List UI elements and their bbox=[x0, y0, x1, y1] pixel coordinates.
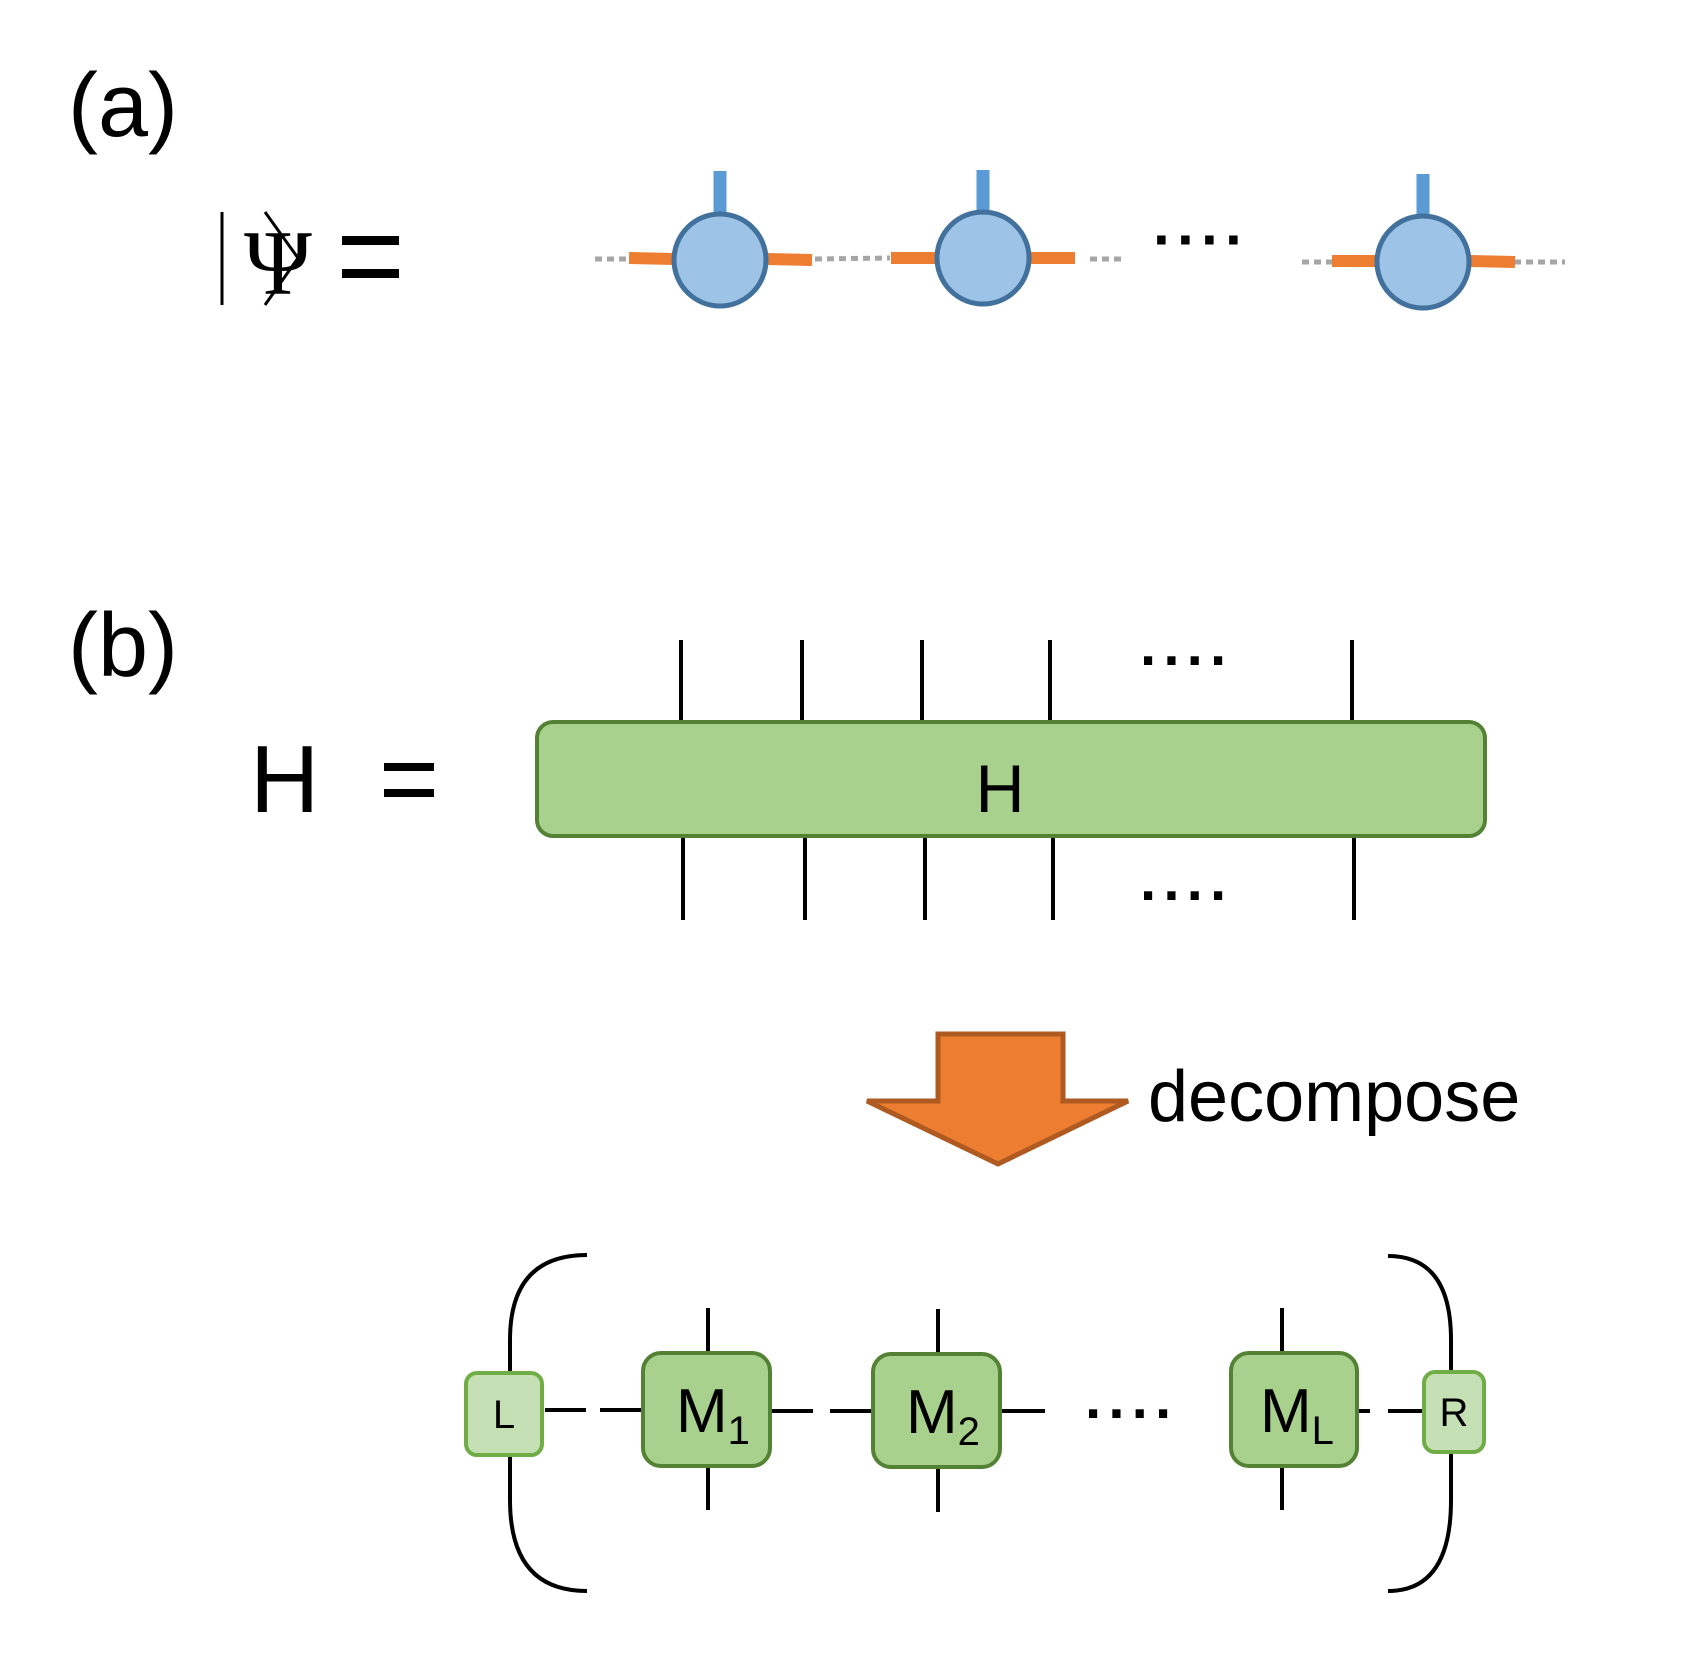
right-boundary-tensor: R bbox=[1422, 1370, 1486, 1454]
ket-angle bbox=[263, 211, 300, 306]
decompose-arrow-icon bbox=[865, 1031, 1130, 1167]
lhs-h: H bbox=[250, 726, 319, 833]
site-tensor bbox=[671, 211, 769, 309]
ket-psi: Ψ bbox=[220, 211, 312, 314]
left-bracket-bottom bbox=[508, 1456, 588, 1593]
mps-site bbox=[628, 171, 813, 309]
mps-site bbox=[1332, 174, 1516, 311]
panel-a: (a) Ψ bbox=[68, 56, 1565, 314]
panel-b-label: (b) bbox=[68, 596, 178, 696]
mpo-tensor: ML bbox=[1229, 1351, 1359, 1468]
panel-b: (b) H H ···· ···· decompose bbox=[68, 596, 1520, 1593]
bond-leg bbox=[766, 253, 813, 266]
ellipsis-a: ···· bbox=[1153, 206, 1249, 273]
panel-a-label: (a) bbox=[68, 56, 178, 156]
psi-symbol: Ψ bbox=[244, 212, 312, 314]
dotted-bonds bbox=[595, 255, 1565, 265]
ellipsis-top: ···· bbox=[1140, 628, 1233, 693]
mps-site bbox=[891, 170, 1075, 307]
decompose-label: decompose bbox=[1148, 1057, 1520, 1137]
bond-leg bbox=[1469, 255, 1516, 268]
mpo-ellipsis: ···· bbox=[1085, 1381, 1178, 1446]
operator-legs-bottom bbox=[681, 836, 1356, 920]
right-bracket-bottom bbox=[1387, 1454, 1453, 1593]
mpo-tensor-label: M2 bbox=[906, 1378, 980, 1454]
equals-sign-b bbox=[384, 763, 434, 797]
mpo-physical-legs bbox=[706, 1308, 1284, 1512]
left-boundary-tensor: L bbox=[464, 1371, 544, 1457]
site-tensor bbox=[1374, 213, 1472, 311]
right-bracket-top bbox=[1387, 1254, 1453, 1373]
operator-label: H bbox=[975, 751, 1024, 827]
mpo-tensor: M2 bbox=[871, 1352, 1002, 1469]
mpo-tensor-label: M1 bbox=[676, 1377, 750, 1453]
operator-legs-top bbox=[679, 640, 1354, 722]
right-boundary-label: R bbox=[1440, 1391, 1469, 1435]
mpo-tensor-label: ML bbox=[1260, 1377, 1334, 1453]
left-bracket-top bbox=[508, 1253, 588, 1375]
ellipsis-bottom: ···· bbox=[1140, 863, 1233, 928]
hamiltonian-operator bbox=[535, 720, 1487, 838]
left-boundary-label: L bbox=[493, 1393, 515, 1437]
site-tensor bbox=[934, 209, 1032, 307]
mpo-tensor: M1 bbox=[641, 1351, 772, 1468]
bond-leg bbox=[628, 252, 676, 265]
equals-sign-a bbox=[342, 236, 399, 278]
